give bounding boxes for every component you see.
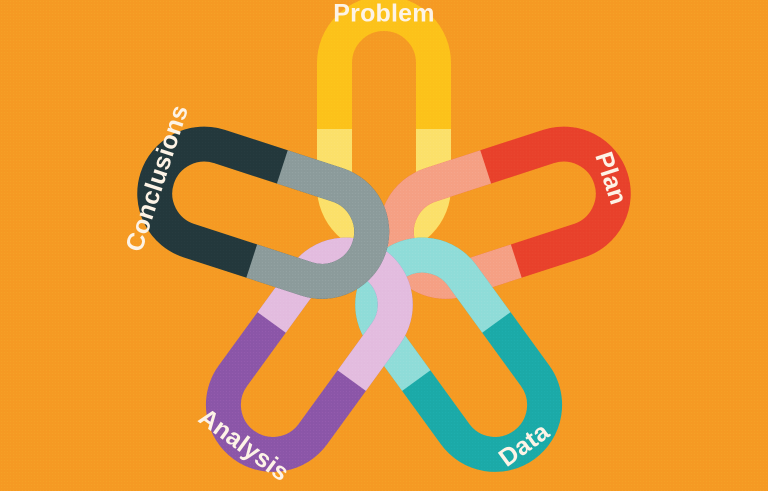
chain-group <box>137 0 631 472</box>
chain-link-label-problem: Problem <box>333 0 434 28</box>
chain-link-conclusions[interactable] <box>137 126 390 299</box>
